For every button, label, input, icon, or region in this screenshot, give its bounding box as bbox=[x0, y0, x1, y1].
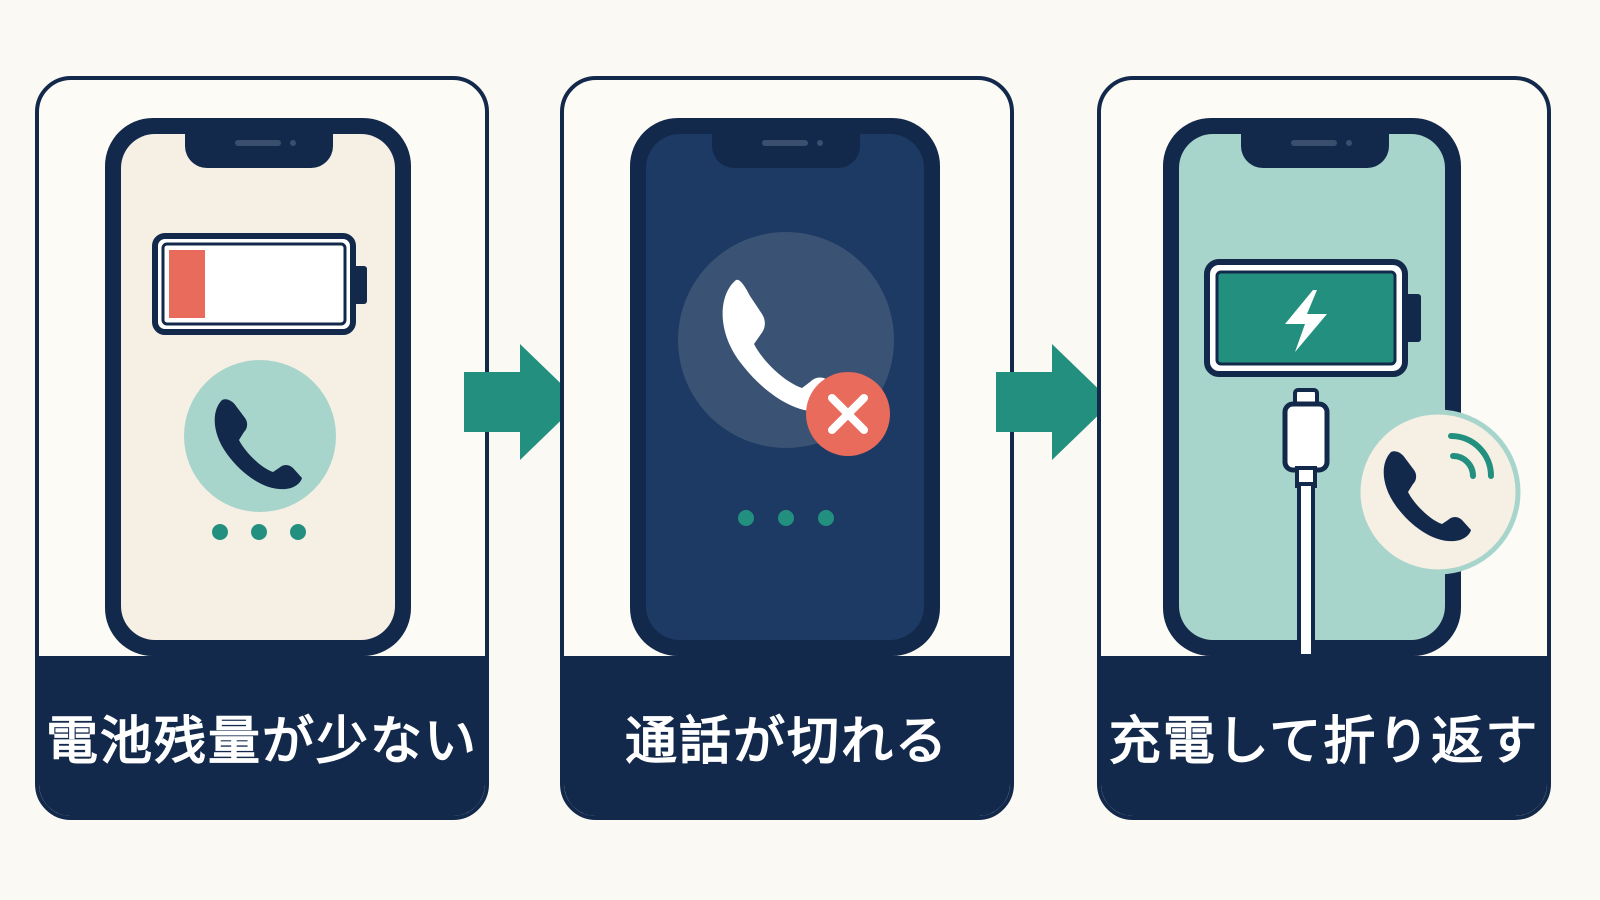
phone-call-icon bbox=[184, 360, 336, 512]
callback-phone-icon bbox=[1355, 409, 1521, 575]
step-2-illustration bbox=[630, 118, 940, 656]
step-1-illustration bbox=[105, 118, 411, 656]
step-3-panel: 充電して折り返す bbox=[1097, 76, 1551, 820]
arrow-right-icon bbox=[996, 344, 1112, 460]
step-3-caption: 充電して折り返す bbox=[1101, 656, 1547, 816]
arrow-right-icon bbox=[464, 344, 580, 460]
charging-cable-icon bbox=[1282, 388, 1330, 658]
waiting-dots-icon bbox=[212, 524, 306, 540]
call-ended-x-icon bbox=[806, 372, 890, 456]
step-1-panel: 電池残量が少ない bbox=[35, 76, 489, 820]
step-3-illustration bbox=[1163, 118, 1521, 658]
step-2-caption: 通話が切れる bbox=[564, 656, 1010, 816]
step-2-panel: 通話が切れる bbox=[560, 76, 1014, 820]
step-1-caption: 電池残量が少ない bbox=[39, 656, 485, 816]
low-battery-icon bbox=[152, 233, 367, 335]
waiting-dots-icon bbox=[738, 510, 834, 526]
charging-battery-icon bbox=[1204, 259, 1421, 377]
